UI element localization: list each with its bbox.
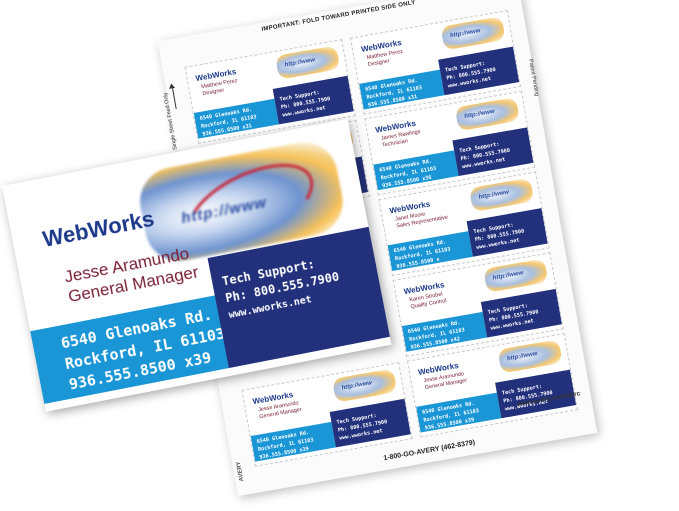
graphic-text: http://www	[492, 270, 524, 282]
globe-graphic-icon: http://www	[483, 258, 549, 293]
globe-graphic-icon: http://www	[497, 339, 563, 374]
globe-graphic-icon: http://www	[468, 177, 535, 213]
person-block: Jesse Aramundo General Manager	[63, 243, 201, 308]
feed-label: Single Sheet Feed Only	[162, 91, 179, 151]
sheet-phone: 1-800-GO-AVERY (462-8379)	[383, 439, 476, 463]
graphic-text: http://www	[478, 189, 510, 201]
graphic-text: http://www	[284, 57, 316, 69]
globe-graphic-icon: http://www	[454, 96, 520, 132]
graphic-text: http://www	[506, 351, 538, 363]
graphic-text: http://www	[449, 28, 481, 40]
globe-graphic-icon: http://www	[331, 368, 398, 403]
company-name: WebWorks	[40, 205, 157, 252]
globe-graphic-icon: http://www	[275, 45, 341, 80]
address-band: 6540 Glenoaks Rd. Rockford, IL 61103 936…	[30, 293, 237, 404]
feed-arrow-icon	[171, 87, 177, 110]
patent-label: Patent Pending	[527, 58, 540, 97]
graphic-text: http://www	[341, 380, 373, 392]
globe-graphic-icon: http://www	[440, 16, 506, 51]
avery-logo: AVERY	[235, 460, 246, 482]
graphic-text: http://www	[463, 108, 496, 121]
